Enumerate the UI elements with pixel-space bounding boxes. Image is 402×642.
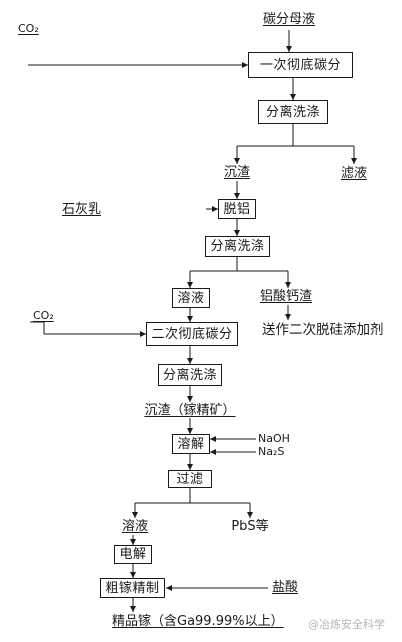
box-separation-wash-3: 分离洗涤	[158, 364, 222, 386]
box-second-carbonation: 二次彻底碳分	[146, 322, 238, 346]
box-dissolution: 溶解	[172, 434, 210, 454]
box-solution-1: 溶液	[172, 288, 210, 308]
label-lime-milk: 石灰乳	[62, 202, 102, 217]
label-desilication-additive: 送作二次脱硅添加剂	[262, 322, 384, 338]
label-na2s: Na₂S	[258, 445, 285, 458]
box-crude-gallium-refining: 粗镓精制	[100, 578, 165, 598]
watermark: @冶炼安全科学	[308, 618, 385, 631]
box-separation-wash-2: 分离洗涤	[205, 236, 270, 257]
label-pbs: PbS等	[231, 519, 269, 534]
label-co2-mid: CO₂	[33, 309, 54, 322]
box-first-carbonation: 一次彻底碳分	[248, 52, 353, 78]
box-electrolysis: 电解	[114, 545, 152, 564]
box-dealumination: 脱铝	[218, 199, 256, 219]
box-separation-wash-1: 分离洗涤	[258, 100, 328, 124]
box-filtration: 过滤	[168, 470, 212, 488]
label-refined-gallium: 精品镓（含Ga99.99%以上）	[112, 614, 284, 629]
label-gallium-concentrate: 沉渣（镓精矿）	[144, 403, 236, 418]
label-mother-liquor: 碳分母液	[262, 12, 316, 27]
label-calcium-aluminate-slag: 铝酸钙渣	[260, 289, 313, 304]
label-naoh: NaOH	[258, 432, 290, 445]
label-filtrate-1: 滤液	[340, 166, 368, 181]
label-solution-2: 溶液	[121, 519, 149, 534]
label-hydrochloric-acid: 盐酸	[272, 580, 299, 595]
label-co2-top: CO₂	[18, 22, 39, 35]
label-sediment-1: 沉渣	[223, 165, 251, 180]
arrow-co2-to-second-carbonation	[30, 321, 146, 337]
